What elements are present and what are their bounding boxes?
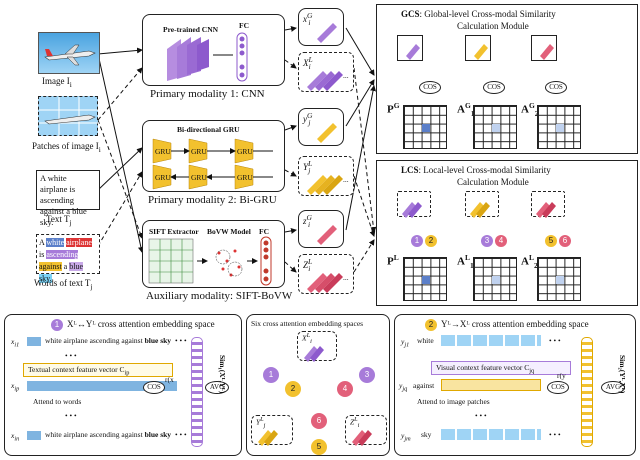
panel-six-spaces: Six cross attention embedding spaces XLi… (246, 314, 390, 456)
lcs-A1-label: AL1 (457, 253, 474, 270)
input-words: A white airplane is ascending against a … (36, 234, 100, 283)
node-Y: YLj (251, 415, 293, 446)
arrow-image-to-sift (97, 53, 144, 253)
feature-YL: YLj ... (298, 156, 354, 196)
words-label: Words of text Tj (34, 278, 93, 291)
feature-XL: XLi ... (298, 52, 354, 92)
sift-bovw-icon (148, 236, 272, 286)
gcs-matrix-A1 (473, 105, 517, 149)
gcs-A1-label: AG1 (457, 101, 475, 118)
gcs-cos-1: COS (419, 81, 441, 94)
gcs-A2-label: AG2 (521, 101, 539, 118)
airplane-icon (44, 44, 96, 66)
lcs-badge-4: 4 (495, 235, 507, 247)
image-label: Image Ii (42, 76, 72, 89)
lcs-badge-2: 2 (425, 235, 437, 247)
cnn-layers-icon (167, 32, 248, 82)
lcs-Y-vectors (465, 191, 499, 218)
lcs-matrix-P (403, 257, 447, 301)
node-X: XLi (297, 331, 337, 362)
node-Z: ZLi (345, 415, 387, 446)
patches-label: Patches of image Ii (32, 141, 101, 154)
gcs-cos-2: COS (483, 81, 505, 94)
gcs-z-vector (531, 35, 557, 61)
lcs-badge-3: 3 (481, 235, 493, 247)
gru-caption: Primary modality 2: Bi-GRU (148, 194, 277, 206)
gcs-P-label: PG (387, 101, 400, 116)
arrow-image-to-cnn (97, 47, 143, 55)
gcs-y-vector (465, 35, 491, 61)
feature-yG: yGj (298, 108, 344, 146)
panel-y-to-x-attention: 2 Yᴸ→Xᴸ cross attention embedding space … (394, 314, 636, 456)
module-gru: Bi-directional GRU GRU GRU GRU GRU GRU G… (142, 120, 285, 192)
gcs-cos-3: COS (545, 81, 567, 94)
input-patches (38, 96, 99, 137)
lcs-P-label: PL (387, 253, 399, 268)
arrow-words-to-gru (97, 171, 143, 247)
input-text: A white airplane is ascending against a … (36, 170, 100, 227)
module-sift: SIFT Extractor BoVW Model FC (142, 220, 285, 288)
arrow-patches-to-cnn (97, 67, 143, 121)
lcs-badge-5: 5 (545, 235, 557, 247)
lcs-badge-1: 1 (411, 235, 423, 247)
feature-ZL: ZLi ... (298, 254, 354, 294)
feature-xG: xGi (298, 8, 344, 46)
lcs-A2-label: AL2 (521, 253, 538, 270)
gcs-title: GCS: Global-level Cross-modal Similarity (401, 9, 556, 19)
input-image (38, 32, 100, 74)
lcs-Z-vectors (531, 191, 565, 218)
gcs-module: GCS: Global-level Cross-modal Similarity… (376, 4, 638, 154)
module-cnn: Pre-trained CNN FC (142, 14, 285, 86)
text-label: Text Tj (46, 214, 72, 227)
feature-zG: zGi (298, 210, 344, 248)
visual-context-vector: Visual context feature vector Cjq (431, 361, 571, 375)
cnn-caption: Primary modality 1: CNN (150, 88, 265, 100)
lcs-badge-6: 6 (559, 235, 571, 247)
gcs-matrix-A2 (537, 105, 581, 149)
lcs-matrix-A2 (537, 257, 581, 301)
arrow-text-to-gru (97, 147, 143, 191)
sift-caption: Auxiliary modality: SIFT-BoVW (146, 290, 293, 302)
gru-cells-icon (152, 138, 273, 190)
lcs-matrix-A1 (473, 257, 517, 301)
lcs-title: LCS: Local-level Cross-modal Similarity (401, 165, 551, 175)
textual-context-vector: Textual context feature vector Cip (23, 363, 173, 377)
panel-x-to-y-attention: 1 Xᴸ↔Yᴸ cross attention embedding space … (4, 314, 242, 456)
lcs-module: LCS: Local-level Cross-modal Similarity … (376, 160, 638, 306)
lcs-X-vectors (397, 191, 431, 218)
gcs-matrix-P (403, 105, 447, 149)
gcs-x-vector (397, 35, 423, 61)
